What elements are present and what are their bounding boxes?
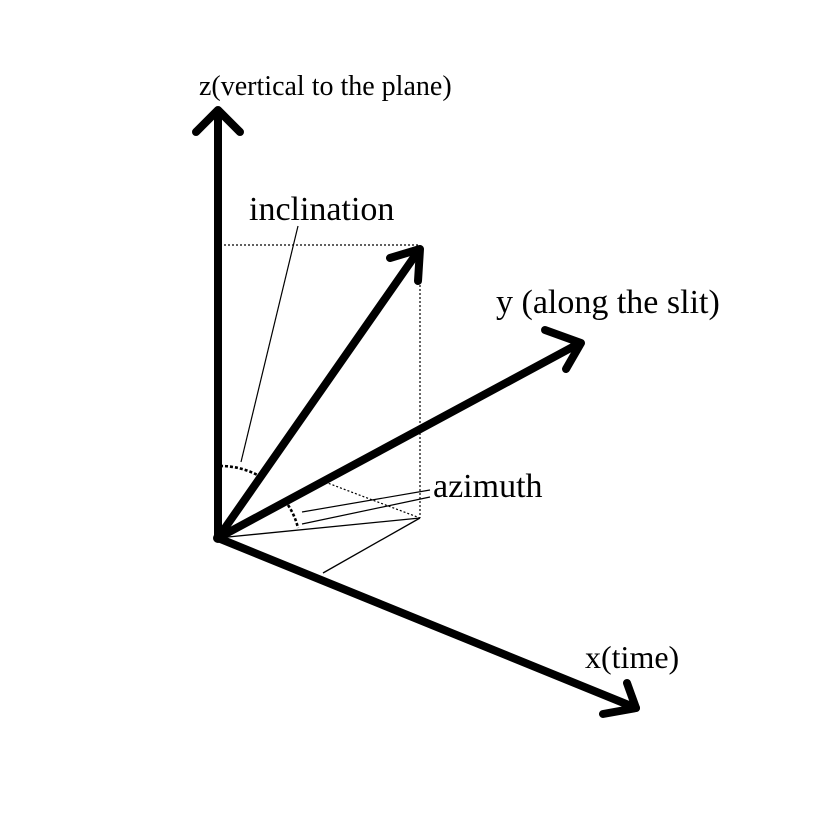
y-axis-line (214, 339, 584, 542)
projection-box (220, 244, 421, 519)
x-axis-arrowhead (599, 679, 640, 718)
inclination-arc (219, 464, 262, 479)
field-vector-arrowhead (386, 245, 424, 285)
z-axis-label: z(vertical to the plane) (199, 71, 452, 102)
axes (192, 106, 640, 718)
x-axis-line (214, 534, 640, 712)
azimuth-arc (286, 504, 300, 529)
projected-vector-line (217, 517, 421, 539)
inclination-label: inclination (249, 191, 394, 228)
x-axis-label: x(time) (585, 639, 679, 675)
y-axis-label: y (along the slit) (496, 284, 720, 321)
y-foot-projection-line (324, 481, 421, 519)
z-axis-arrowhead (192, 106, 244, 136)
leader-lines (240, 225, 431, 525)
field-vector-line (214, 246, 423, 542)
azimuth-label: azimuth (433, 468, 543, 505)
y-axis-arrowhead (541, 326, 585, 373)
origin-dot (213, 533, 223, 543)
azimuth-leader-lower (301, 496, 431, 525)
azimuth-leader-upper (301, 489, 431, 513)
x-foot-projection-line (322, 517, 421, 574)
construction-lines (217, 517, 421, 574)
inclination-leader (240, 225, 299, 463)
